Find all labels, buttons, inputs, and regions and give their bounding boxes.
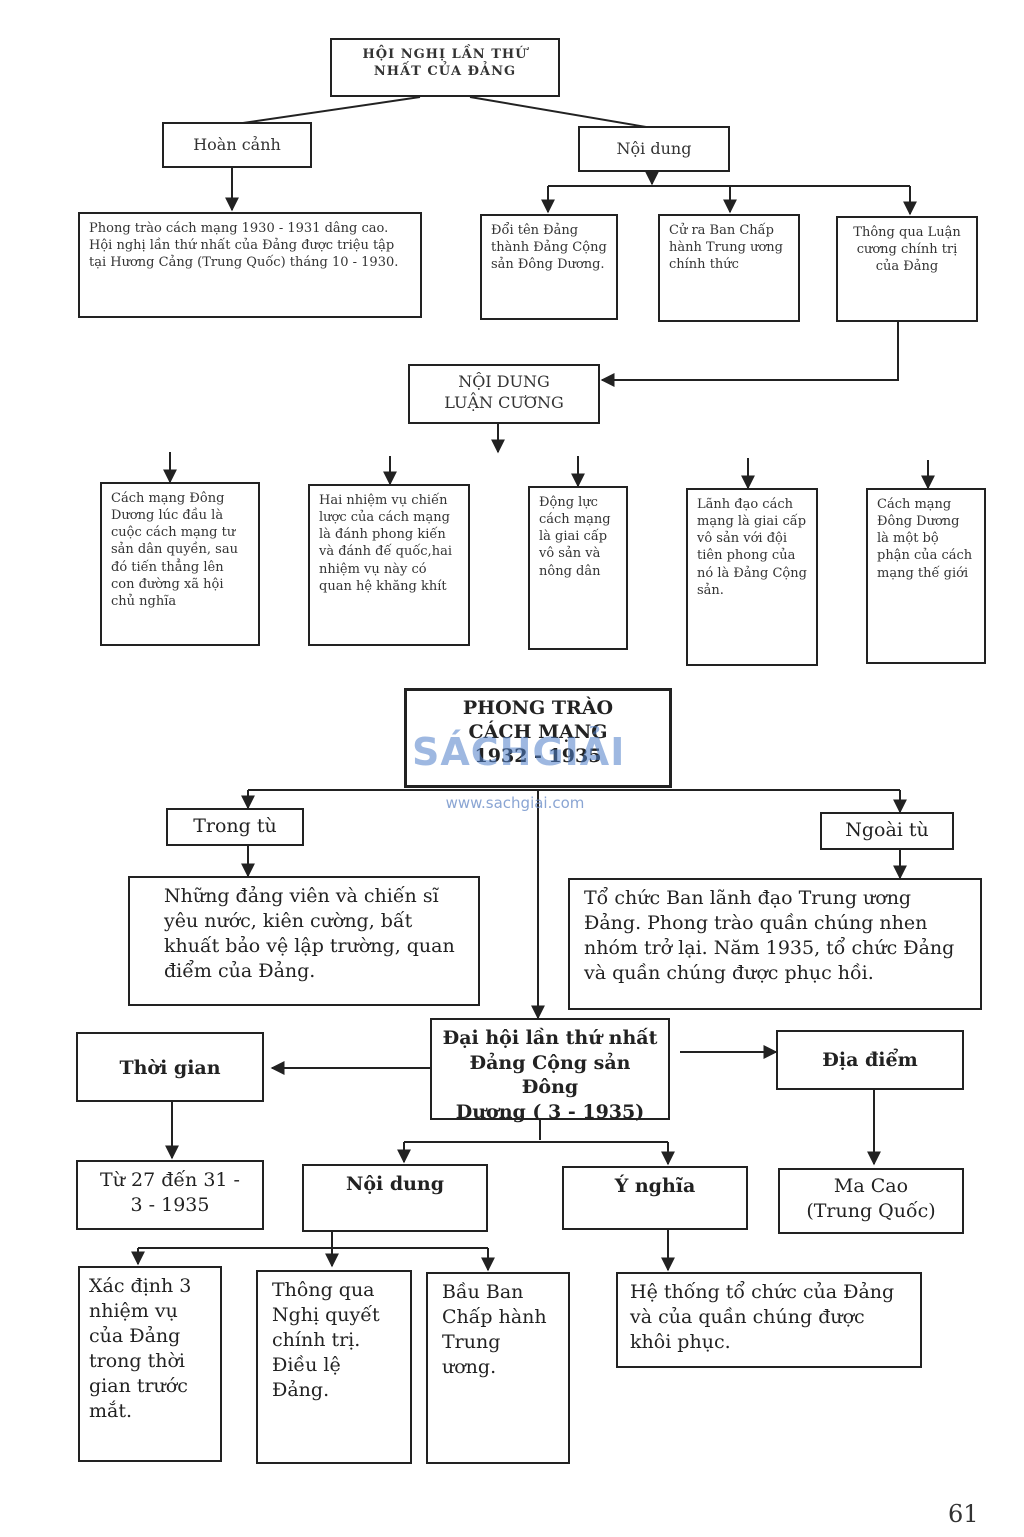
meaning-label: Ý nghĩa — [562, 1166, 748, 1230]
thesis-item-1: Cách mạng Đông Dương lúc đầu là cuộc các… — [100, 482, 260, 646]
in-prison-text: Những đảng viên và chiến sĩ yêu nước, ki… — [128, 876, 480, 1006]
watermark-url: www.sachgiai.com — [445, 794, 585, 812]
content-item-2: Cử ra Ban Chấp hành Trung ương chính thứ… — [658, 214, 800, 322]
time-label: Thời gian — [76, 1032, 264, 1102]
time-text: Từ 27 đến 31 - 3 - 1935 — [76, 1160, 264, 1230]
content-label-2: Nội dung — [302, 1164, 488, 1232]
connector-title-context — [235, 96, 421, 125]
thesis-item-3: Động lực cách mạng là giai cấp vô sản và… — [528, 486, 628, 650]
first-congress-box: Đại hội lần thứ nhất Đảng Cộng sản Đông … — [430, 1018, 670, 1123]
outside-prison-text: Tổ chức Ban lãnh đạo Trung ương Đảng. Ph… — [568, 878, 982, 1010]
content-item-1: Đổi tên Đảng thành Đảng Cộng sản Đông Dư… — [480, 214, 618, 320]
outside-prison-label: Ngoài tù — [820, 812, 954, 850]
thesis-title: NỘI DUNG LUẬN CƯƠNG — [408, 364, 600, 424]
connector-title-content — [469, 96, 653, 129]
thesis-item-5: Cách mạng Đông Dương là một bộ phận của … — [866, 488, 986, 664]
revolution-movement-title: PHONG TRÀO CÁCH MẠNG 1932 - 1935 — [404, 688, 672, 788]
in-prison-label: Trong tù — [166, 808, 304, 846]
congress-content-item-3: Bầu Ban Chấp hành Trung ương. — [426, 1272, 570, 1464]
congress-content-item-1: Xác định 3 nhiệm vụ của Đảng trong thời … — [78, 1266, 222, 1462]
first-conference-title: HỘI NGHỊ LẦN THỨ NHẤT CỦA ĐẢNG — [330, 38, 560, 97]
arrow-thesis-feed — [600, 322, 899, 387]
content-item-3: Thông qua Luận cương chính trị của Đảng — [836, 216, 978, 322]
context-text: Phong trào cách mạng 1930 - 1931 dâng ca… — [78, 212, 422, 318]
watermark-brand: SÁCHGIẢI — [412, 730, 626, 774]
context-label: Hoàn cảnh — [162, 122, 312, 168]
meaning-text: Hệ thống tổ chức của Đảng và của quần ch… — [616, 1272, 922, 1368]
thesis-item-4: Lãnh đạo cách mạng là giai cấp vô sản vớ… — [686, 488, 818, 666]
page-number: 61 — [948, 1500, 979, 1528]
content-label: Nội dung — [578, 126, 730, 172]
place-label: Địa điểm — [776, 1030, 964, 1090]
congress-content-item-2: Thông qua Nghị quyết chính trị. Điều lệ … — [256, 1270, 412, 1464]
place-text: Ma Cao (Trung Quốc) — [778, 1168, 964, 1234]
thesis-item-2: Hai nhiệm vụ chiến lược của cách mạng là… — [308, 484, 470, 646]
